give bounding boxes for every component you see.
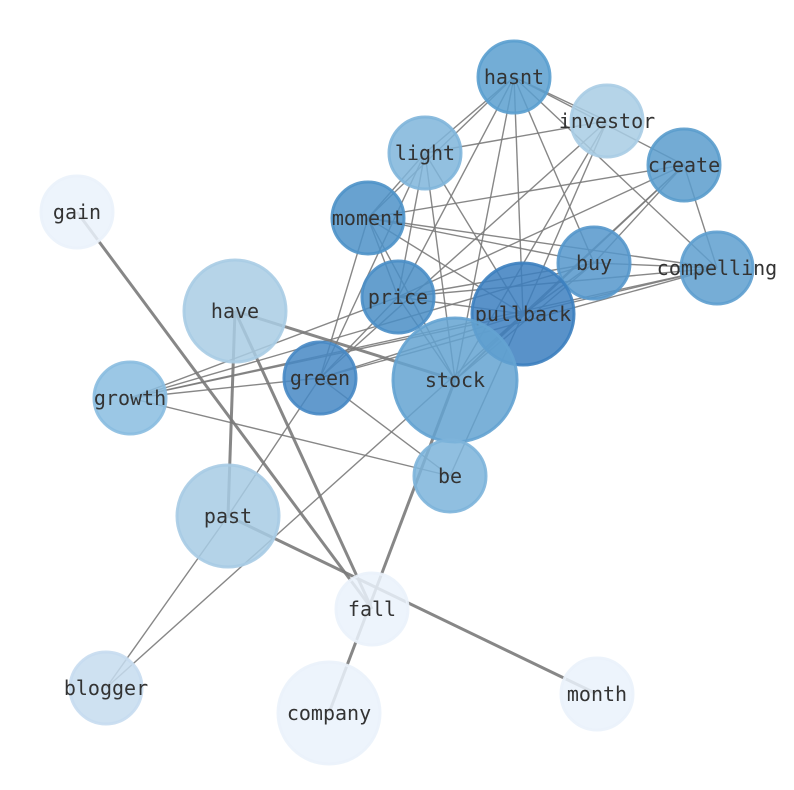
node-label-investor: investor [559, 109, 655, 133]
node-label-stock: stock [425, 368, 485, 392]
node-be: be [412, 438, 488, 514]
node-label-blogger: blogger [64, 676, 148, 700]
node-stock: stock [391, 316, 519, 444]
node-fall: fall [334, 571, 410, 647]
node-label-month: month [567, 682, 627, 706]
node-label-compelling: compelling [657, 256, 777, 280]
node-circle-hasnt [476, 39, 552, 115]
edge-growth-be [129, 397, 451, 477]
node-circle-green [282, 340, 358, 416]
node-label-create: create [648, 153, 720, 177]
edge-past-month [227, 514, 598, 696]
node-month: month [559, 656, 635, 732]
node-circle-investor [569, 83, 645, 159]
node-company: company [276, 660, 382, 766]
node-circle-gain [39, 174, 115, 250]
node-create: create [646, 127, 722, 203]
node-label-growth: growth [94, 386, 166, 410]
node-label-fall: fall [348, 597, 396, 621]
node-compelling: compelling [657, 230, 777, 306]
node-label-moment: moment [332, 206, 404, 230]
node-growth: growth [92, 360, 168, 436]
node-circle-past [175, 463, 281, 569]
node-price: price [360, 259, 436, 335]
node-label-company: company [287, 701, 371, 725]
edge-hasnt-compelling [513, 76, 718, 269]
node-label-green: green [290, 366, 350, 390]
edge-light-green [319, 152, 426, 379]
node-circle-company [276, 660, 382, 766]
node-circle-have [182, 258, 288, 364]
node-circle-light [387, 115, 463, 191]
node-label-light: light [395, 141, 455, 165]
node-label-buy: buy [576, 251, 612, 275]
edge-have-fall [233, 310, 374, 610]
node-circle-create [646, 127, 722, 203]
node-moment: moment [330, 180, 406, 256]
node-label-price: price [368, 285, 428, 309]
node-investor: investor [559, 83, 655, 159]
node-circle-month [559, 656, 635, 732]
node-label-have: have [211, 299, 259, 323]
node-green: green [282, 340, 358, 416]
node-gain: gain [39, 174, 115, 250]
edge-moment-compelling [367, 217, 718, 269]
edge-hasnt-price [397, 76, 515, 298]
edge-gain-fall [75, 211, 374, 610]
node-label-past: past [204, 504, 252, 528]
node-circle-fall [334, 571, 410, 647]
node-label-hasnt: hasnt [484, 65, 544, 89]
node-hasnt: hasnt [476, 39, 552, 115]
node-circle-buy [556, 225, 632, 301]
edge-investor-green [319, 120, 608, 379]
node-circle-growth [92, 360, 168, 436]
node-label-be: be [438, 464, 462, 488]
node-label-gain: gain [53, 200, 101, 224]
node-circle-blogger [68, 650, 144, 726]
node-circle-price [360, 259, 436, 335]
edge-create-moment [367, 164, 685, 219]
node-light: light [387, 115, 463, 191]
edge-create-price [397, 164, 685, 298]
node-circle-compelling [679, 230, 755, 306]
node-circle-be [412, 438, 488, 514]
node-have: have [182, 258, 288, 364]
node-blogger: blogger [64, 650, 148, 726]
node-layer: hasnt investor light create gain moment buy com… [39, 39, 777, 766]
node-buy: buy [556, 225, 632, 301]
node-circle-moment [330, 180, 406, 256]
node-label-pullback: pullback [475, 302, 571, 326]
node-past: past [175, 463, 281, 569]
edge-moment-buy [367, 217, 595, 264]
